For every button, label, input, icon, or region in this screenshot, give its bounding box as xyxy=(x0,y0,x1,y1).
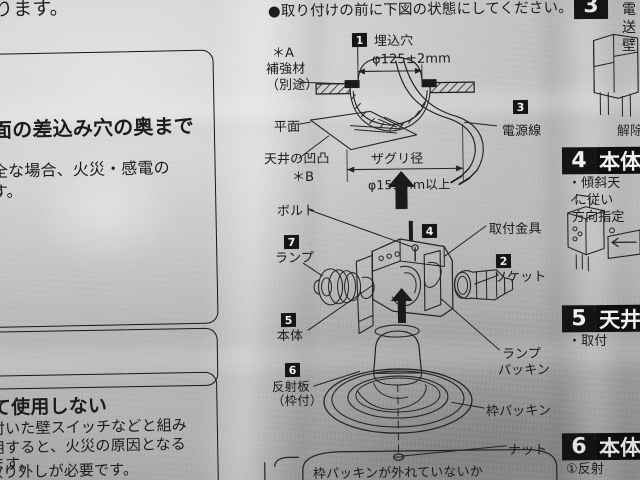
center-intro-text: ●取り付けの前に下図の状態にしてください。 xyxy=(267,0,573,20)
label-reflector-line2: （枠付） xyxy=(271,392,323,409)
label-counterbore-name: ザグリ径 xyxy=(370,151,424,168)
left-body-line-1: 全な場合、火災・感電の xyxy=(0,157,170,182)
label-star-b: ＊B xyxy=(291,169,315,186)
label-lamp-packing-line1: ランプ xyxy=(501,346,542,363)
label-hole-dim: φ125±2mm xyxy=(371,51,452,68)
label-ceiling-unevenness: 天井の凹凸 xyxy=(263,151,330,168)
right-section-6-line-1: ①反射 xyxy=(566,462,605,477)
label-lamp-left: ランプ xyxy=(274,250,315,267)
label-reinforcement-note: （別途） xyxy=(265,77,319,94)
label-power-line: 電源線 xyxy=(501,123,542,140)
right-bullet-1: 電 xyxy=(622,2,637,18)
right-section-5-line-1: ・取付 xyxy=(568,334,608,349)
right-section-5-title: 天井 xyxy=(595,304,640,333)
right-bullet-3: 壁 xyxy=(622,38,637,54)
right-section-4-line-3: 方向指定 xyxy=(572,210,625,225)
chip-socket: 2 xyxy=(495,253,512,269)
left-warning-line-4: 取り外しが必要です。 xyxy=(0,460,139,480)
right-section-6-title: 本体 xyxy=(595,432,640,461)
left-body-line-2: す。 xyxy=(0,181,23,202)
right-section-5: 5 天井 xyxy=(561,304,640,333)
right-section-5-number: 5 xyxy=(561,305,597,333)
left-warning-heading: て使用しない xyxy=(0,394,108,420)
label-frame-packing: 枠パッキン xyxy=(485,403,552,420)
chip-hole: 1 xyxy=(351,32,368,48)
label-socket: ソケット xyxy=(493,269,547,286)
chip-right-top: 3 xyxy=(573,0,609,20)
right-section-4-title: 本体 xyxy=(595,146,640,175)
left-warning-box-upper xyxy=(0,49,219,329)
right-section-6: 6 本体 xyxy=(561,432,640,461)
right-bullet-2: 送 xyxy=(622,20,637,36)
label-counterbore-dim: φ155mm以上 xyxy=(367,176,451,193)
right-section-4: 4 本体 xyxy=(561,146,640,175)
chip-bracket: 4 xyxy=(421,223,438,239)
label-flat: 平面 xyxy=(273,119,301,136)
right-section-4-number: 4 xyxy=(561,147,597,175)
chip-reflector: 6 xyxy=(284,362,301,378)
label-lamp-packing-line2: パッキン xyxy=(497,362,551,379)
label-body: 本体 xyxy=(276,328,304,345)
label-nut: ナット xyxy=(507,442,548,459)
left-top-line: ります。 xyxy=(0,0,70,21)
label-reinforcement: 補強材 xyxy=(265,61,306,78)
right-section-6-number: 6 xyxy=(561,433,597,461)
chip-lamp: 7 xyxy=(283,234,300,250)
label-mounting-bracket: 取付金具 xyxy=(488,221,542,238)
callout-frame-packing-text: 枠パッキンが外れていないか xyxy=(312,464,484,480)
label-star-a: ＊A xyxy=(271,45,295,62)
label-hole-name: 埋込穴 xyxy=(373,33,414,50)
chip-body: 5 xyxy=(280,312,297,328)
label-bolt: ボルト xyxy=(276,203,317,220)
right-section-4-line-1: ・傾斜天 xyxy=(568,176,621,191)
chip-power: 3 xyxy=(512,99,529,115)
left-heading: 面の差込み穴の奥まで xyxy=(0,113,195,143)
right-release-label: 解除 xyxy=(616,123,640,140)
right-section-4-line-2: に従い xyxy=(574,193,614,208)
